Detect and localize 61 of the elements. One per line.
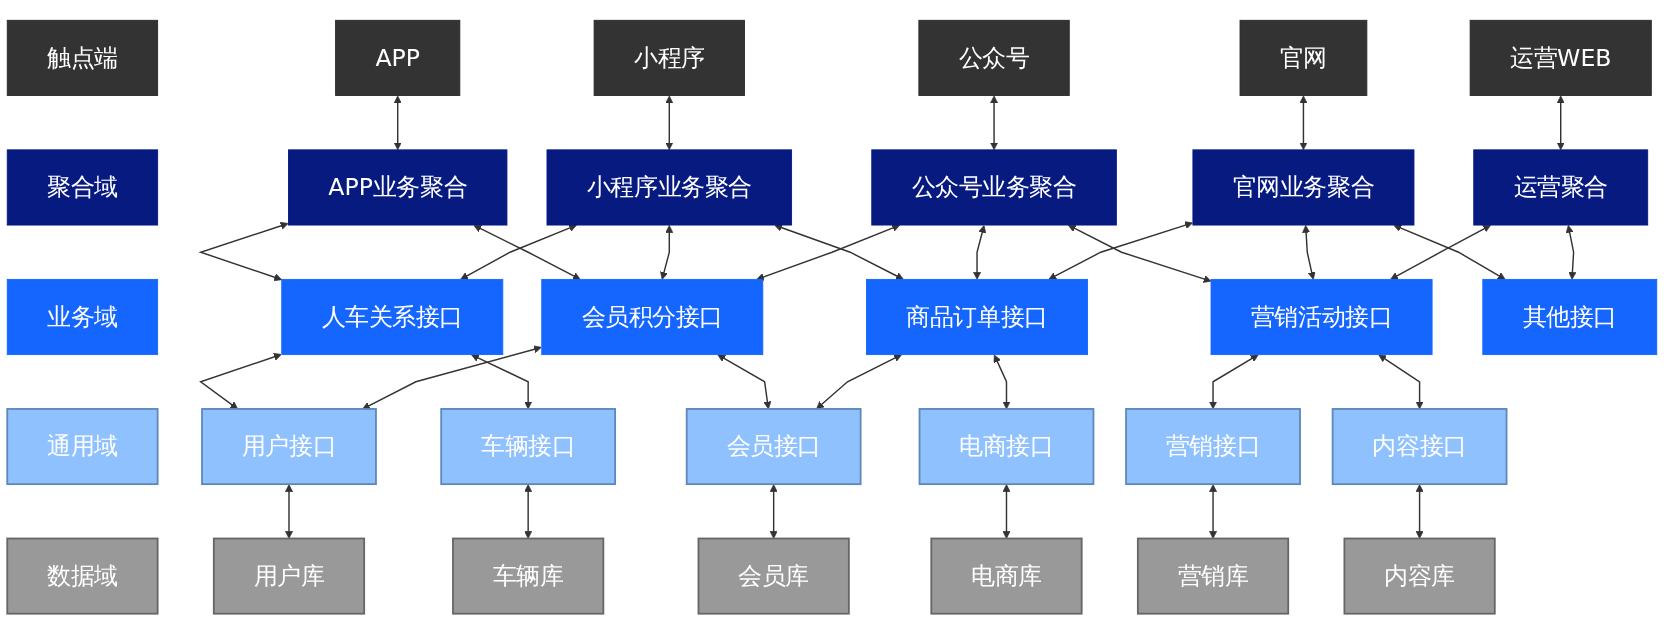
node-box: 会员积分接口 xyxy=(541,278,764,356)
arrow xyxy=(1002,484,1011,539)
node-box: 用户库 xyxy=(212,537,366,615)
arrow xyxy=(198,221,289,282)
node-box: 营销接口 xyxy=(1125,408,1301,486)
node-box: 电商接口 xyxy=(918,408,1095,486)
arrow xyxy=(1378,354,1424,410)
node-box: 会员接口 xyxy=(685,408,862,486)
arrow xyxy=(1302,225,1316,280)
node-box: 运营聚合 xyxy=(1473,149,1649,226)
arrow xyxy=(524,484,533,539)
node-box: 业务域 xyxy=(6,278,159,356)
node-box: 车辆接口 xyxy=(440,408,617,486)
node-box: 其他接口 xyxy=(1482,278,1658,356)
node-box: 通用域 xyxy=(6,408,159,486)
arrow xyxy=(1209,484,1217,539)
arrow xyxy=(471,354,533,410)
node-box: APP xyxy=(335,19,461,96)
node-box: 公众号业务聚合 xyxy=(871,149,1117,226)
arrow xyxy=(769,484,778,539)
arrow xyxy=(1209,354,1259,410)
arrow xyxy=(1556,95,1565,151)
arrow xyxy=(816,354,902,410)
node-box: APP业务聚合 xyxy=(288,149,508,226)
arrow xyxy=(973,225,987,280)
arrow xyxy=(1299,95,1308,151)
node-box: 触点端 xyxy=(6,19,159,96)
arrow xyxy=(1565,225,1577,280)
node-box: 内容库 xyxy=(1343,537,1496,615)
node-box: 电商库 xyxy=(930,537,1083,615)
node-box: 小程序 xyxy=(593,19,745,96)
arrow xyxy=(199,353,282,410)
node-box: 公众号 xyxy=(918,19,1070,96)
arrow xyxy=(665,95,674,151)
node-box: 聚合域 xyxy=(6,149,159,226)
arrow xyxy=(756,224,901,281)
arrow xyxy=(362,345,542,410)
node-box: 小程序业务聚合 xyxy=(546,149,793,226)
arrow xyxy=(1390,224,1491,280)
arrow xyxy=(393,95,402,151)
node-box: 会员库 xyxy=(697,537,850,615)
node-box: 运营WEB xyxy=(1469,19,1652,96)
node-box: 商品订单接口 xyxy=(866,278,1089,356)
node-box: 营销库 xyxy=(1136,537,1290,615)
arrow xyxy=(1393,224,1506,280)
arrow xyxy=(990,95,999,151)
node-box: 内容接口 xyxy=(1331,408,1508,486)
node-box: 人车关系接口 xyxy=(281,278,504,356)
arrow xyxy=(1415,484,1424,539)
node-box: 车辆库 xyxy=(452,537,605,615)
arrow xyxy=(1048,221,1193,280)
arrow xyxy=(660,225,674,280)
node-box: 营销活动接口 xyxy=(1210,278,1433,356)
node-box: 官网业务聚合 xyxy=(1192,149,1415,226)
arrow xyxy=(1068,224,1212,283)
arrow xyxy=(285,484,293,539)
node-box: 官网 xyxy=(1239,19,1368,96)
arrow xyxy=(993,354,1011,410)
node-box: 用户接口 xyxy=(201,408,377,486)
arrow xyxy=(717,354,772,410)
node-box: 数据域 xyxy=(6,537,159,615)
